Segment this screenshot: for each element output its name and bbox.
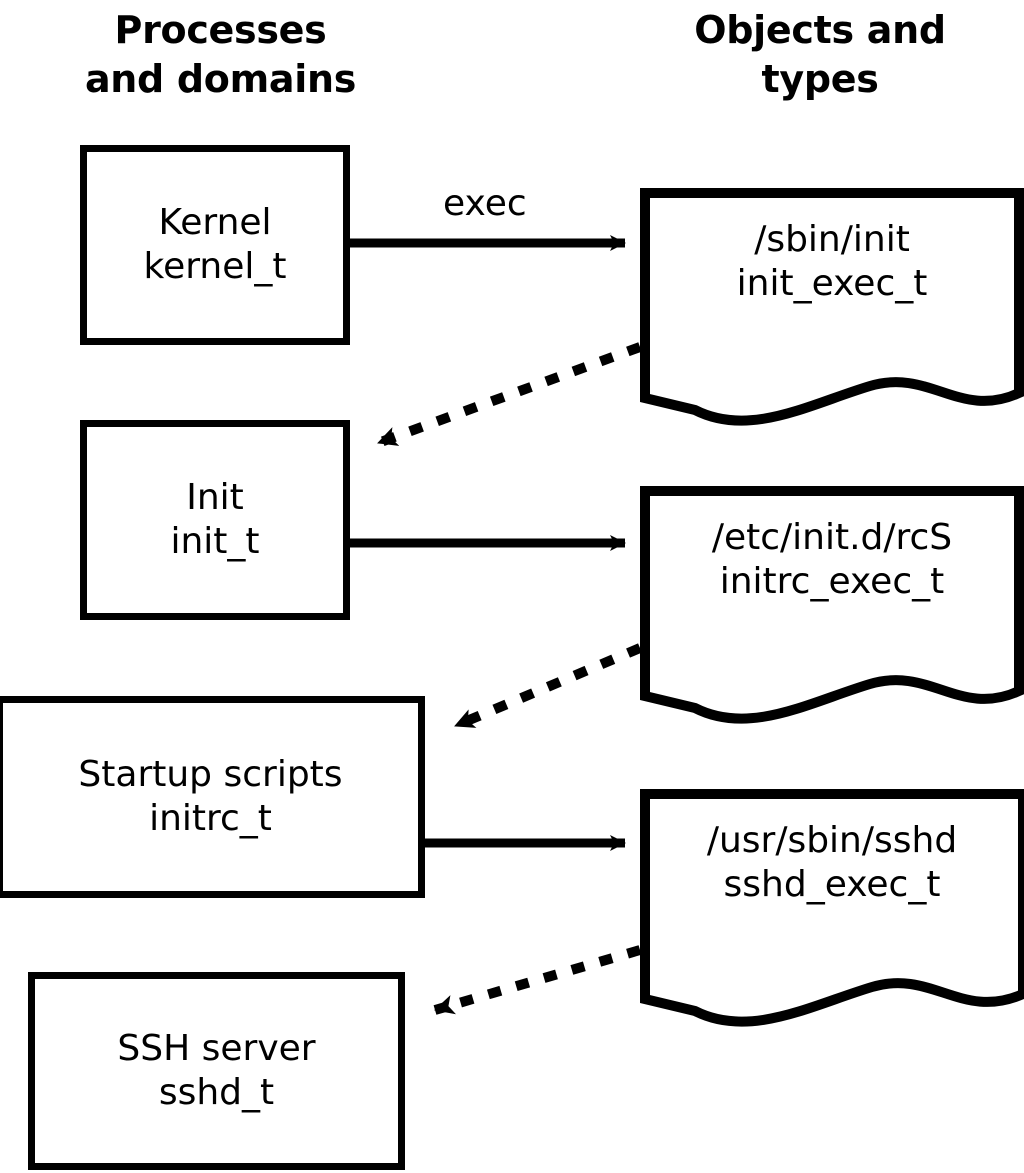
process-type-initrc: initrc_t xyxy=(149,798,272,839)
object-type-init-exec: init_exec_t xyxy=(736,262,928,304)
process-box-kernel[interactable]: Kernel kernel_t xyxy=(80,145,350,345)
object-path-sshd-exec: /usr/sbin/sshd xyxy=(706,820,958,861)
object-label-init-exec: /sbin/init init_exec_t xyxy=(640,218,1024,306)
object-shape-initrc-exec[interactable] xyxy=(640,486,1024,738)
process-box-initrc[interactable]: Startup scripts initrc_t xyxy=(0,696,425,898)
edge-label-exec: exec xyxy=(443,183,527,224)
process-name-kernel: Kernel xyxy=(158,202,272,244)
process-name-initrc: Startup scripts xyxy=(78,754,343,796)
process-name-init: Init xyxy=(186,477,244,519)
edge-initrc-exec-to-initrc xyxy=(453,643,642,731)
process-name-sshd: SSH server xyxy=(117,1028,316,1070)
object-label-sshd-exec: /usr/sbin/sshd sshd_exec_t xyxy=(640,819,1024,907)
edge-sshd-exec-to-sshd xyxy=(433,945,642,1015)
object-label-initrc-exec: /etc/init.d/rcS initrc_exec_t xyxy=(640,516,1024,604)
process-type-init: init_t xyxy=(170,521,260,562)
edge-init-exec-to-init xyxy=(376,342,642,448)
process-box-sshd[interactable]: SSH server sshd_t xyxy=(28,972,405,1170)
object-type-initrc-exec: initrc_exec_t xyxy=(719,560,945,602)
object-path-initrc-exec: /etc/init.d/rcS xyxy=(711,517,953,558)
process-box-init[interactable]: Init init_t xyxy=(80,420,350,620)
object-shape-sshd-exec[interactable] xyxy=(640,789,1024,1041)
object-path-init-exec: /sbin/init xyxy=(754,219,910,260)
column-header-objects: Objects and types xyxy=(694,8,946,101)
object-shape-init-exec[interactable] xyxy=(640,188,1024,438)
column-header-processes: Processes and domains xyxy=(84,8,357,101)
object-type-sshd-exec: sshd_exec_t xyxy=(723,863,941,905)
process-type-kernel: kernel_t xyxy=(143,246,287,287)
process-type-sshd: sshd_t xyxy=(158,1072,275,1113)
